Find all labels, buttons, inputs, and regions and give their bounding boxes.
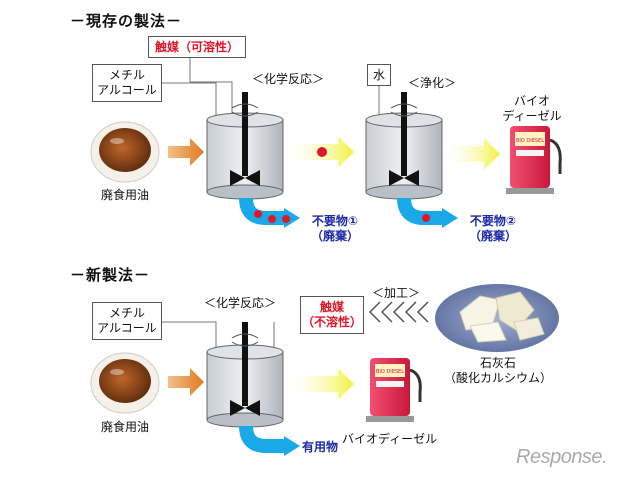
soluble-catalyst-box: 触媒（可溶性） [148, 36, 246, 58]
waste-oil-label: 廃食用油 [100, 188, 149, 202]
biodiesel-line-1: バイオ [513, 94, 550, 108]
fuel-pump-icon [366, 358, 422, 422]
process-chevrons [368, 301, 429, 323]
fuel-pump-icon [506, 126, 562, 194]
waste-1-line-1: 不要物① [311, 214, 359, 228]
insoluble-catalyst-box: 触媒 （不溶性） [300, 296, 364, 334]
new-process-title: －新製法－ [70, 266, 151, 284]
useful-product-label: 有用物 [302, 440, 339, 454]
process-label: ＜加工＞ [372, 286, 421, 300]
red-particle [317, 147, 327, 157]
blue-useful-arrow [239, 425, 286, 453]
blue-waste-arrow [239, 197, 286, 225]
pump-display: BIO DIESEL [516, 138, 544, 144]
blue-arrowhead [284, 208, 300, 228]
oil-bowl-icon [90, 352, 160, 414]
methanol-box: メチル アルコール [92, 64, 162, 102]
yellow-arrow [290, 368, 354, 400]
waste-oil-label: 廃食用油 [100, 420, 149, 434]
methanol-line-2: アルコール [97, 83, 157, 97]
methanol-line-1: メチル [108, 68, 145, 82]
catalyst-line-1: 触媒 [319, 300, 344, 314]
waste-1-label: 不要物① （廃棄） [298, 214, 372, 244]
waste-2-line-2: （廃棄） [468, 229, 517, 243]
methanol-box: メチル アルコール [92, 302, 162, 340]
biodiesel-line-2: ディーゼル [502, 109, 562, 123]
current-process-title: －現存の製法－ [70, 12, 183, 30]
limestone-line-2: （酸化カルシウム） [443, 371, 552, 385]
orange-arrow [168, 138, 204, 166]
waste-2-line-1: 不要物② [469, 214, 517, 228]
pump-display: BIO DIESEL [376, 369, 404, 375]
water-box: 水 [367, 64, 391, 86]
chemical-reaction-label: ＜化学反応＞ [204, 296, 277, 310]
orange-arrow [168, 368, 204, 396]
reactor-tank-icon [206, 322, 284, 428]
limestone-plate-icon [435, 284, 559, 352]
blue-arrowhead [442, 208, 458, 228]
waste-1-line-2: （廃棄） [310, 229, 359, 243]
response-watermark: Response. [516, 446, 608, 468]
biodiesel-label: バイオ ディーゼル [500, 94, 564, 124]
limestone-label: 石灰石 （酸化カルシウム） [432, 356, 564, 386]
limestone-line-1: 石灰石 [479, 356, 516, 370]
purifier-tank-icon [365, 92, 443, 200]
chemical-reaction-label: ＜化学反応＞ [252, 72, 325, 86]
yellow-arrow [448, 138, 500, 170]
biodiesel-label: バイオディーゼル [342, 432, 438, 446]
purify-label: ＜浄化＞ [408, 76, 457, 90]
waste-2-label: 不要物② （廃棄） [456, 214, 530, 244]
blue-arrowhead [284, 436, 300, 456]
methanol-line-1: メチル [108, 306, 145, 320]
reactor-tank-icon [206, 92, 284, 200]
oil-bowl-icon [90, 121, 160, 183]
methanol-line-2: アルコール [97, 321, 157, 335]
catalyst-line-2: （不溶性） [301, 315, 362, 329]
